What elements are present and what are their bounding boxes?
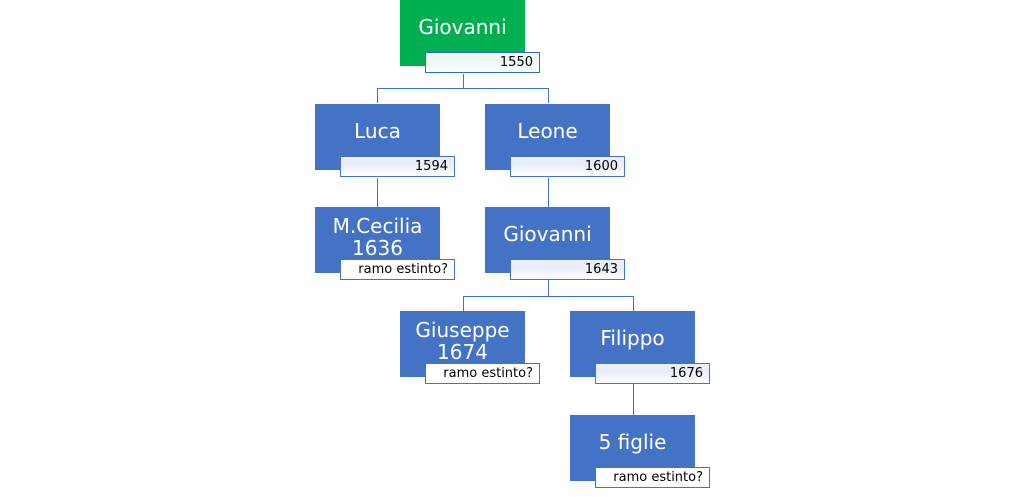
node-label: Giovanni [418,15,507,39]
connector-giovanni-to-children [463,280,634,311]
note-tag: ramo estinto? [425,363,540,384]
year-tag: 1550 [425,52,540,73]
year-tag: 1600 [510,156,625,177]
year-tag: 1594 [340,156,455,177]
node-label: 5 figlie [598,430,667,454]
note-tag: ramo estinto? [340,259,455,280]
year-tag: 1643 [510,259,625,280]
node-label: Leone [517,119,578,143]
connector-root-to-children [377,74,549,103]
node-label-year: 1674 [437,340,488,364]
note-tag: ramo estinto? [595,467,710,488]
year-tag: 1676 [595,363,710,384]
node-label: Giuseppe [415,318,510,342]
node-label: Filippo [600,326,665,350]
node-label: Giovanni [503,222,592,246]
node-label: M.Cecilia [332,214,423,238]
node-label-year: 1636 [352,236,403,260]
node-label: Luca [354,119,401,143]
